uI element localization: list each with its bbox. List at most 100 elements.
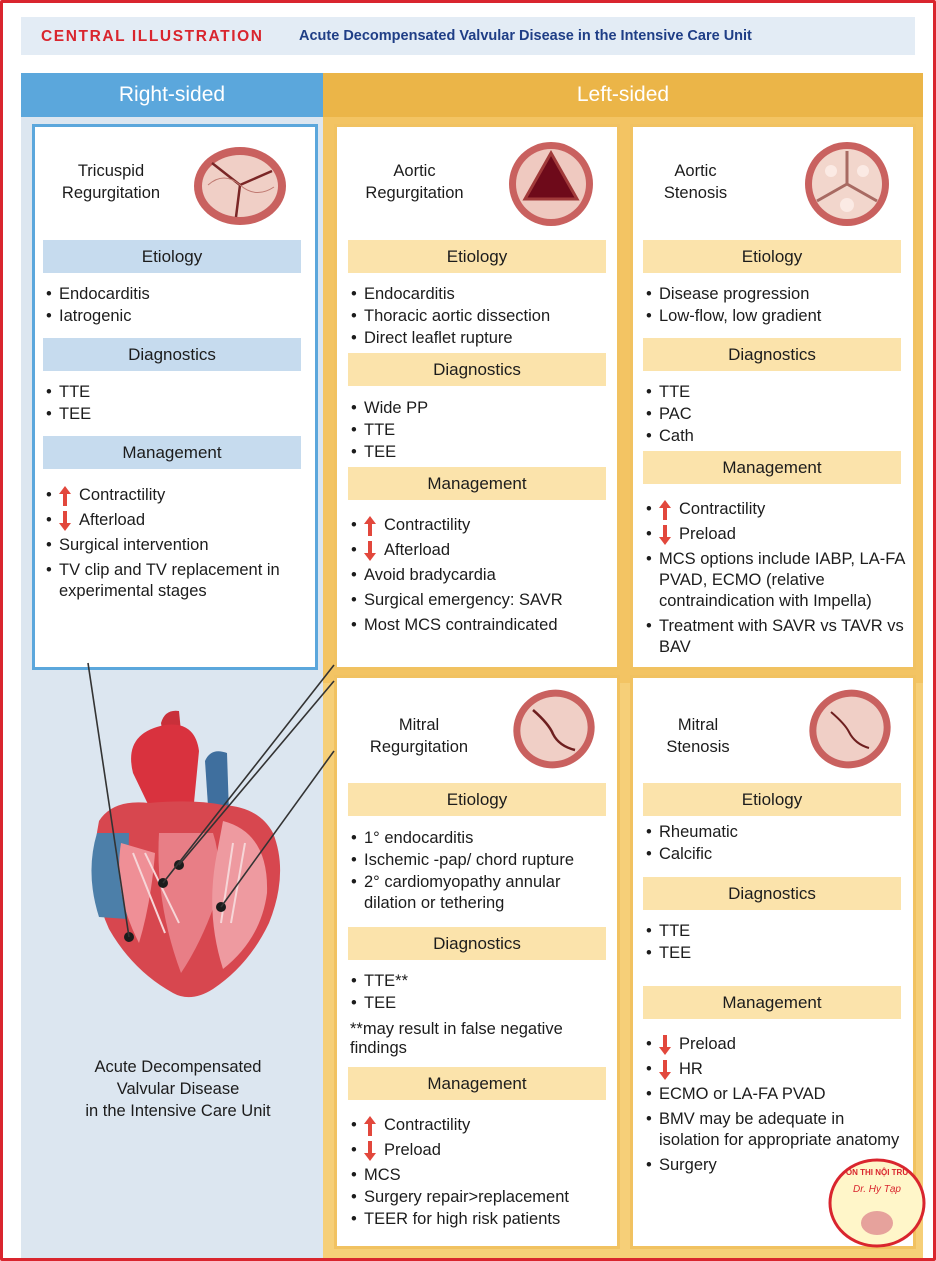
etiology-list: Endocarditis Thoracic aortic dissection …	[350, 284, 612, 350]
list-item: Preload	[645, 524, 909, 545]
list-item: 2° cardiomyopathy annular dilation or te…	[350, 872, 612, 914]
down-arrow-icon	[364, 1141, 376, 1161]
etiology-heading: Etiology	[348, 783, 606, 816]
diagnostics-list: TTE TEE	[45, 382, 303, 426]
list-item: PAC	[645, 404, 907, 425]
list-item: Contractility	[350, 515, 612, 536]
list-item: TEE	[350, 993, 612, 1014]
list-item: Cath	[645, 426, 907, 447]
list-item: Afterload	[350, 540, 612, 561]
up-arrow-icon	[59, 486, 71, 506]
list-item: Most MCS contraindicated	[350, 615, 612, 636]
list-item: Ischemic -pap/ chord rupture	[350, 850, 612, 871]
down-arrow-icon	[659, 1060, 671, 1080]
list-item: BMV may be adequate in isolation for app…	[645, 1109, 907, 1151]
list-item: Endocarditis	[45, 284, 303, 305]
management-list: Preload HR ECMO or LA-FA PVAD BMV may be…	[645, 1031, 907, 1177]
card-mitral-stenosis: Mitral Stenosis Etiology Rheumatic Calci…	[630, 675, 916, 1249]
list-item: TTE**	[350, 971, 612, 992]
up-arrow-icon	[364, 516, 376, 536]
left-sided-header: Left-sided	[323, 73, 923, 117]
list-item: Calcific	[645, 844, 907, 865]
list-item: Direct leaflet rupture	[350, 328, 612, 349]
list-item: Iatrogenic	[45, 306, 303, 327]
management-list: Contractility Preload MCS options includ…	[645, 496, 909, 659]
list-item: HR	[645, 1059, 907, 1080]
central-illustration-label: CENTRAL ILLUSTRATION	[41, 28, 264, 45]
up-arrow-icon	[364, 1116, 376, 1136]
etiology-list: 1° endocarditis Ischemic -pap/ chord rup…	[350, 828, 612, 915]
diagnostics-heading: Diagnostics	[643, 877, 901, 910]
down-arrow-icon	[59, 511, 71, 531]
heart-illustration	[91, 710, 281, 998]
aortic-regurgitation-valve-icon	[509, 142, 593, 226]
list-item: Contractility	[350, 1115, 612, 1136]
diagnostics-list: TTE PAC Cath	[645, 382, 907, 448]
list-item: Surgical intervention	[45, 535, 307, 556]
card-title: Aortic Regurgitation	[365, 162, 464, 202]
list-item: Contractility	[45, 485, 307, 506]
list-item: Avoid bradycardia	[350, 565, 612, 586]
card-title: Mitral Regurgitation	[369, 716, 469, 756]
card-title: Aortic Stenosis	[663, 162, 728, 202]
list-item: Disease progression	[645, 284, 907, 305]
logo-text-line1: ÔN THI NỘI TRÚ	[845, 1168, 909, 1177]
list-item: Surgery	[645, 1155, 907, 1176]
management-list: Contractility Afterload Surgical interve…	[45, 482, 307, 603]
etiology-list: Endocarditis Iatrogenic	[45, 284, 303, 328]
list-item: Contractility	[645, 499, 909, 520]
list-item: Preload	[645, 1034, 907, 1055]
down-arrow-icon	[659, 525, 671, 545]
down-arrow-icon	[364, 541, 376, 561]
list-item: ECMO or LA-FA PVAD	[645, 1084, 907, 1105]
mitral-stenosis-valve-icon	[809, 689, 891, 769]
list-item: Rheumatic	[645, 822, 907, 843]
etiology-heading: Etiology	[348, 240, 606, 273]
diagnostics-footnote: **may result in false negative findings	[350, 1020, 563, 1057]
tricuspid-valve-icon	[194, 147, 286, 225]
list-item: Low-flow, low gradient	[645, 306, 907, 327]
list-item: Surgery repair>replacement	[350, 1187, 612, 1208]
header-title: Acute Decompensated Valvular Disease in …	[299, 28, 752, 44]
diagnostics-list: Wide PP TTE TEE	[350, 398, 612, 464]
management-list: Contractility Afterload Avoid bradycardi…	[350, 512, 612, 637]
card-mitral-regurgitation: Mitral Regurgitation Etiology 1° endocar…	[334, 675, 620, 1249]
up-arrow-icon	[659, 500, 671, 520]
list-item: MCS options include IABP, LA-FA PVAD, EC…	[645, 549, 909, 612]
etiology-list: Disease progression Low-flow, low gradie…	[645, 284, 907, 328]
management-heading: Management	[643, 986, 901, 1019]
watermark-logo: ÔN THI NỘI TRÚ Dr. Hy Tạp	[828, 1158, 926, 1248]
list-item: Afterload	[45, 510, 307, 531]
diagnostics-list: TTE TEE	[645, 921, 907, 965]
diagnostics-heading: Diagnostics	[348, 927, 606, 960]
right-sided-header: Right-sided	[21, 73, 323, 117]
etiology-heading: Etiology	[643, 783, 901, 816]
management-list: Contractility Preload MCS Surgery repair…	[350, 1112, 612, 1231]
management-heading: Management	[643, 451, 901, 484]
etiology-heading: Etiology	[643, 240, 901, 273]
aortic-stenosis-valve-icon	[805, 142, 889, 226]
list-item: Thoracic aortic dissection	[350, 306, 612, 327]
card-aortic-regurgitation: Aortic Regurgitation Etiology Endocardit…	[334, 124, 620, 670]
list-item: Endocarditis	[350, 284, 612, 305]
list-item: Treatment with SAVR vs TAVR vs BAV	[645, 616, 909, 658]
list-item: 1° endocarditis	[350, 828, 612, 849]
card-title: Mitral Stenosis	[666, 716, 730, 756]
management-heading: Management	[348, 467, 606, 500]
diagnostics-heading: Diagnostics	[643, 338, 901, 371]
diagnostics-list: TTE** TEE	[350, 971, 612, 1015]
diagnostics-heading: Diagnostics	[43, 338, 301, 371]
logo-badge-icon	[828, 1158, 926, 1248]
etiology-list: Rheumatic Calcific	[645, 822, 907, 866]
list-item: Wide PP	[350, 398, 612, 419]
list-item: TEE	[645, 943, 907, 964]
header-bar: CENTRAL ILLUSTRATION Acute Decompensated…	[21, 17, 915, 55]
etiology-heading: Etiology	[43, 240, 301, 273]
list-item: TTE	[350, 420, 612, 441]
management-heading: Management	[43, 436, 301, 469]
list-item: Preload	[350, 1140, 612, 1161]
list-item: Surgical emergency: SAVR	[350, 590, 612, 611]
list-item: MCS	[350, 1165, 612, 1186]
list-item: TTE	[645, 382, 907, 403]
